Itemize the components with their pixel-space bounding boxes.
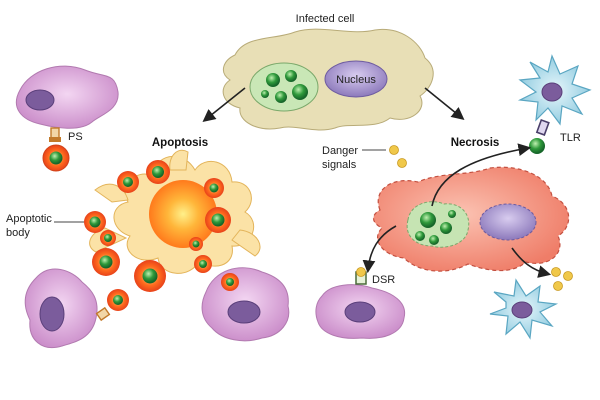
tlr-receptor xyxy=(529,118,550,154)
arrow-to-necrosis xyxy=(424,87,465,121)
apoptotic-bodies xyxy=(84,160,231,292)
macrophage-top-left xyxy=(15,65,119,129)
necrotic-cell xyxy=(372,166,570,272)
apoptotic-body xyxy=(189,237,203,251)
macrophage-nucleus xyxy=(39,296,65,332)
dendritic-nucleus xyxy=(541,82,563,102)
dendritic-cell-top-right xyxy=(517,54,592,126)
danger-signal-dots-bottom xyxy=(551,267,573,291)
arrow-to-apoptosis xyxy=(202,87,246,122)
necrosis-label: Necrosis xyxy=(451,137,500,149)
apoptotic-body xyxy=(84,211,106,233)
apoptotic-body xyxy=(194,255,212,273)
tlr-label: TLR xyxy=(560,132,581,144)
dsr-label: DSR xyxy=(372,274,395,286)
arrow-to-tlr xyxy=(431,143,532,207)
macrophage-bottom-center xyxy=(201,267,290,342)
nucleus-label: Nucleus xyxy=(336,74,376,86)
apoptotic-burst xyxy=(89,149,261,274)
macrophage-nucleus xyxy=(25,89,55,111)
macrophage-nucleus xyxy=(227,300,261,324)
apoptotic-body xyxy=(92,248,120,276)
ps-receptor xyxy=(42,127,70,172)
apoptosis-label: Apoptosis xyxy=(152,137,208,149)
danger-signals-label-line1: Danger xyxy=(322,145,358,157)
necrotic-nucleus xyxy=(479,203,537,241)
apoptotic-body-label-line2: body xyxy=(6,227,30,239)
ps-label: PS xyxy=(68,131,83,143)
macrophage-nucleus xyxy=(344,301,376,323)
dendritic-cell-bottom-right xyxy=(489,278,559,340)
apoptotic-body xyxy=(134,260,166,292)
danger-signal-dots-top xyxy=(389,145,407,168)
arrow-to-dsr xyxy=(362,225,397,274)
apoptotic-body xyxy=(205,207,231,233)
infected-cell-label: Infected cell xyxy=(296,13,355,25)
apoptotic-body xyxy=(146,160,170,184)
danger-signals-label-line2: signals xyxy=(322,159,357,171)
dsr-receptor xyxy=(355,267,367,285)
arrow-to-dendritic-bottom xyxy=(511,247,552,278)
infected-cell-vacuole xyxy=(249,62,319,112)
macrophage-dsr xyxy=(315,284,406,339)
apoptotic-body xyxy=(100,230,116,246)
macrophage-bottom-left xyxy=(24,268,98,348)
apoptotic-body xyxy=(117,171,139,193)
ps-bond-bottom-left xyxy=(95,289,129,322)
apoptotic-body xyxy=(204,178,224,198)
infected-cell-nucleus xyxy=(324,60,388,98)
dendritic-nucleus xyxy=(511,301,533,319)
apoptotic-body-label-line1: Apoptotic xyxy=(6,213,52,225)
